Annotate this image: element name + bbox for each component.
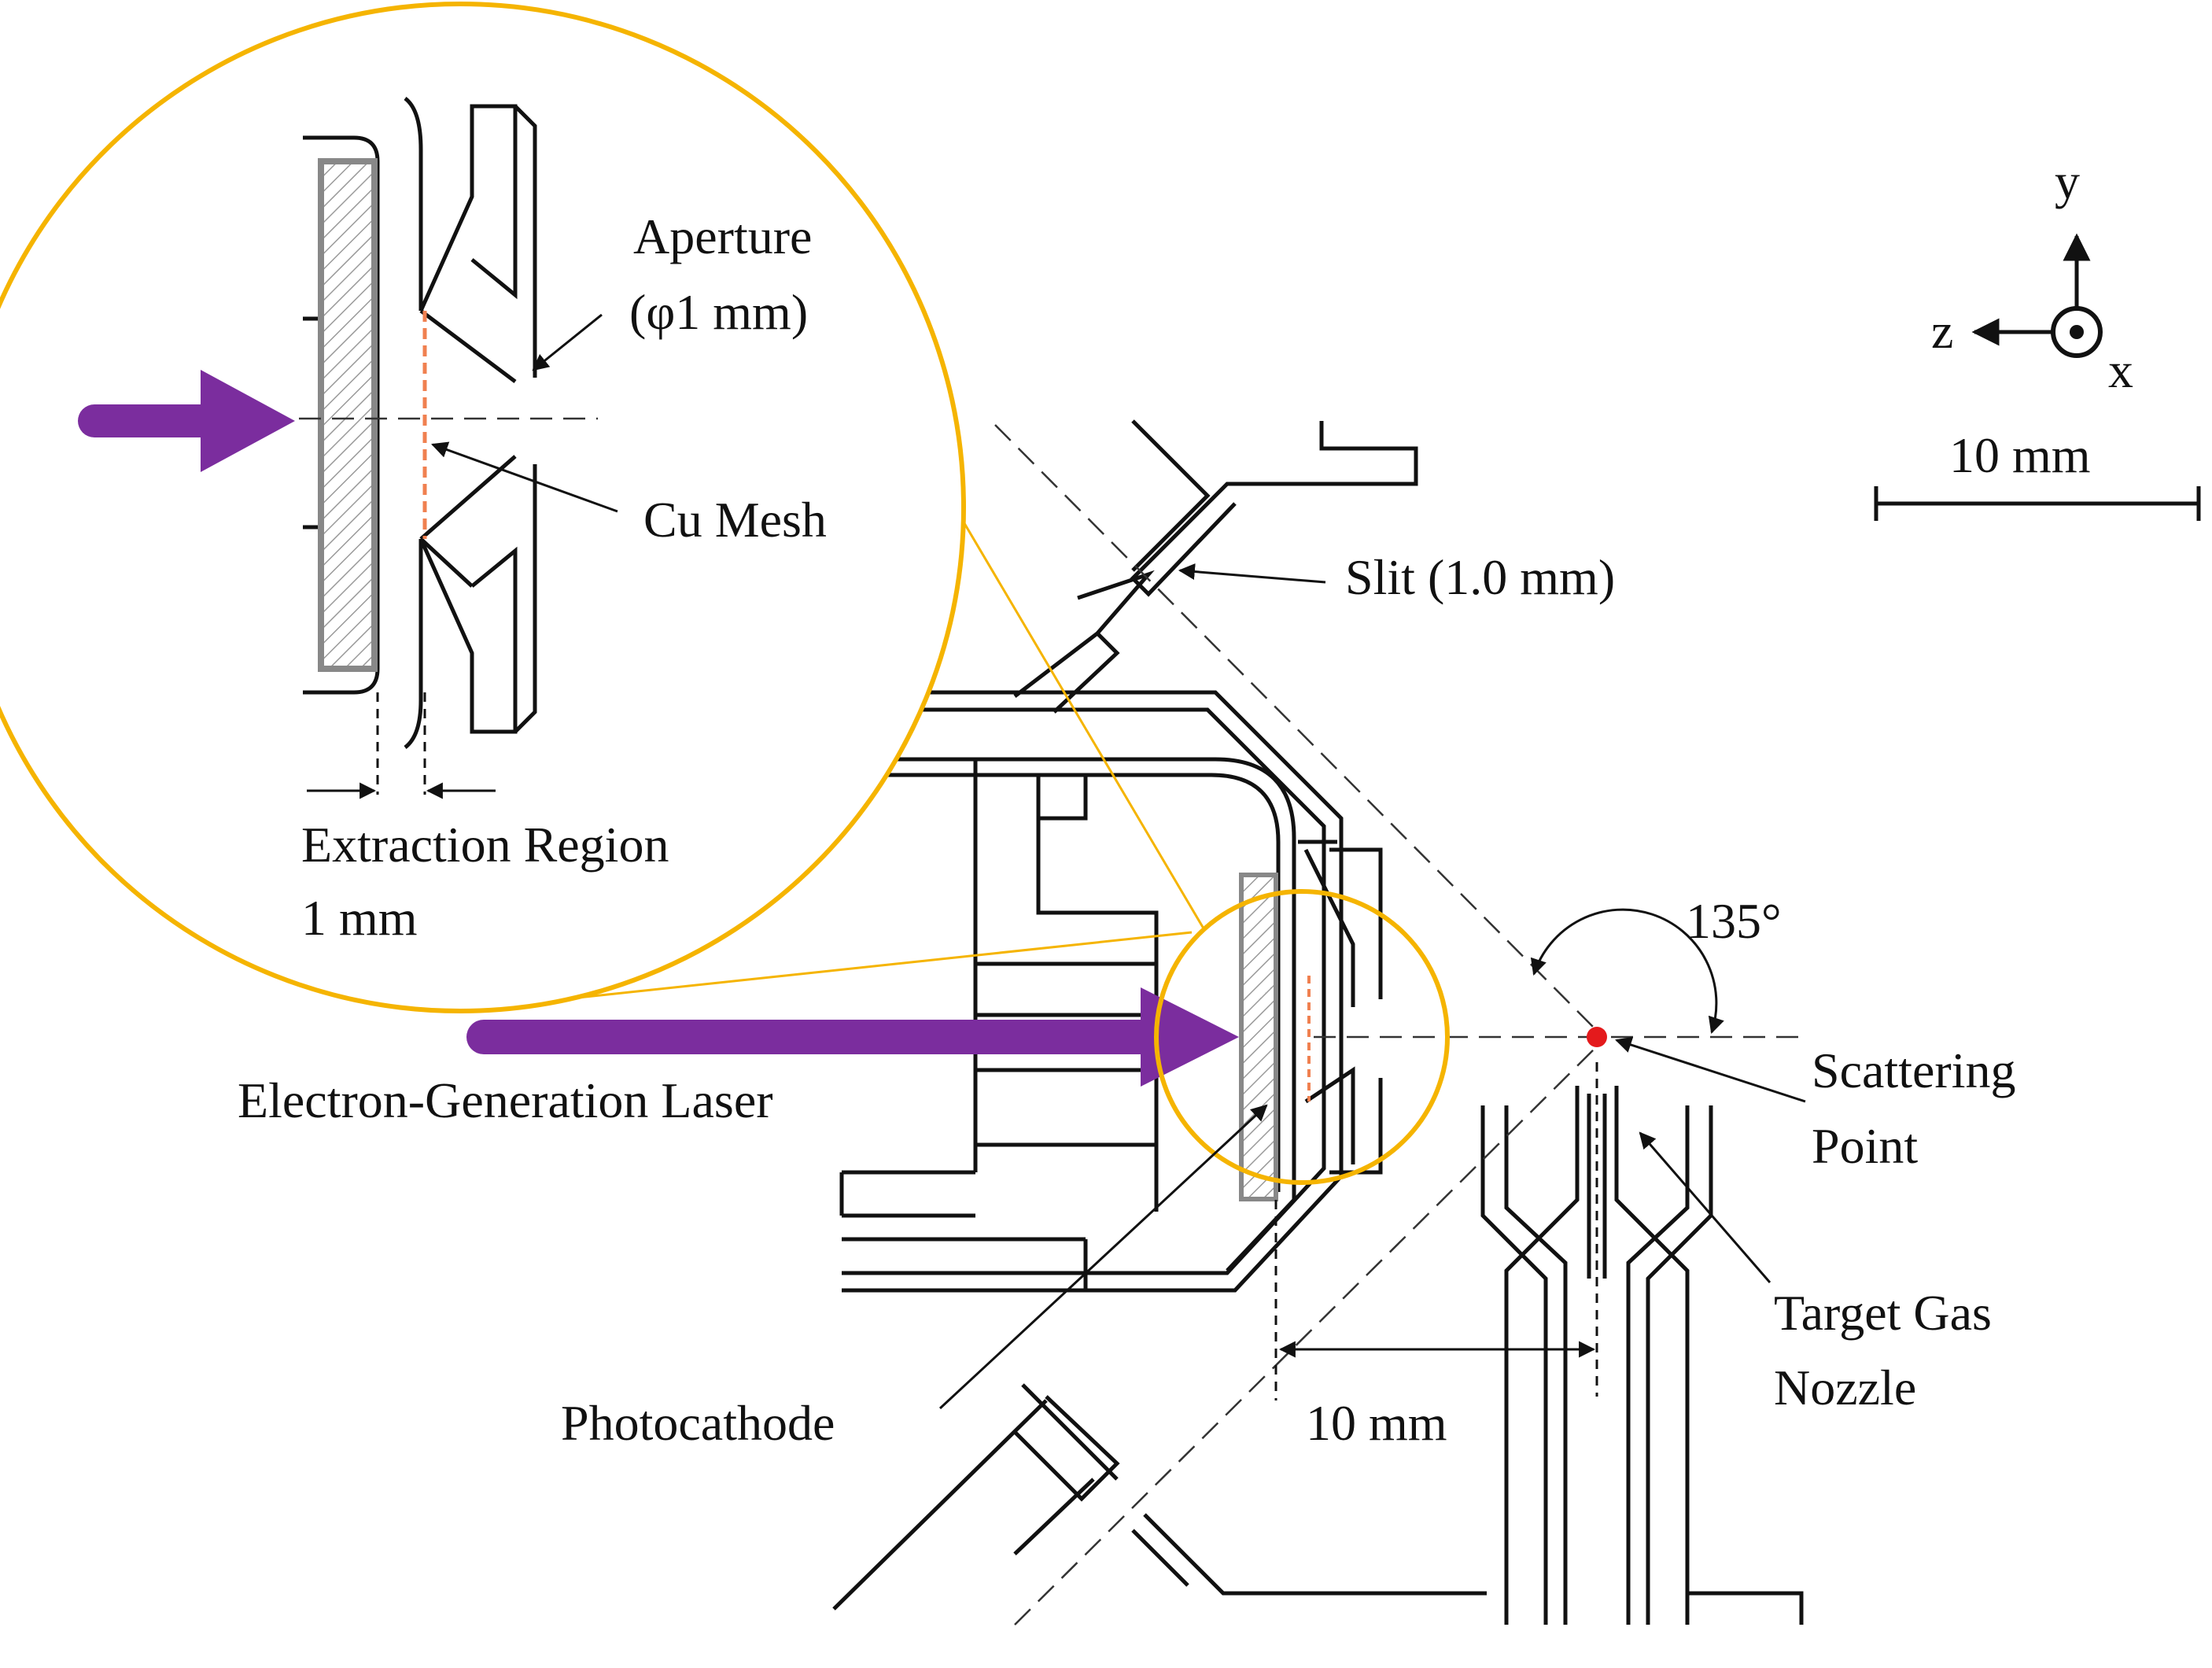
scattering-label: Scattering bbox=[1812, 1042, 2015, 1098]
target-gas-nozzle bbox=[1480, 1062, 1804, 1625]
extraction-region-label: Extraction Region bbox=[301, 817, 669, 873]
aperture-label: Aperture bbox=[633, 208, 812, 264]
target-gas-label: Target Gas bbox=[1774, 1285, 1992, 1341]
scattering-point-dot bbox=[1587, 1027, 1607, 1047]
aperture-size-label: (φ1 mm) bbox=[629, 284, 808, 340]
slit-assembly bbox=[832, 419, 1487, 1611]
magnifier-circle-small bbox=[1154, 889, 1450, 1185]
coordinate-axes bbox=[1971, 233, 2103, 358]
electron-generation-laser-arrow bbox=[466, 987, 1239, 1087]
axis-x-label: x bbox=[2108, 342, 2133, 398]
scale-label: 10 mm bbox=[1949, 427, 2091, 483]
angle-arc bbox=[1530, 908, 1724, 1034]
cu-mesh-label: Cu Mesh bbox=[643, 492, 827, 548]
electron-laser-label: Electron-Generation Laser bbox=[238, 1072, 773, 1128]
point-label: Point bbox=[1812, 1118, 1918, 1174]
nozzle-label: Nozzle bbox=[1774, 1360, 1916, 1415]
extraction-size-label: 1 mm bbox=[301, 890, 418, 946]
circle-dot-icon bbox=[2051, 306, 2103, 358]
magnified-inset bbox=[0, 2, 966, 1013]
label-pointers bbox=[938, 563, 1806, 1410]
slit-label: Slit (1.0 mm) bbox=[1345, 549, 1615, 605]
apparatus-body bbox=[839, 690, 1383, 1293]
axis-z-label: z bbox=[1931, 303, 1953, 359]
angle-label: 135° bbox=[1686, 893, 1782, 949]
distance-label: 10 mm bbox=[1306, 1395, 1447, 1451]
photocathode-label: Photocathode bbox=[561, 1395, 835, 1451]
geometry-guides bbox=[994, 424, 1809, 1626]
axis-y-label: y bbox=[2055, 153, 2080, 209]
scale-bar bbox=[1874, 486, 2201, 521]
magnifier-connector-top bbox=[958, 515, 1205, 929]
